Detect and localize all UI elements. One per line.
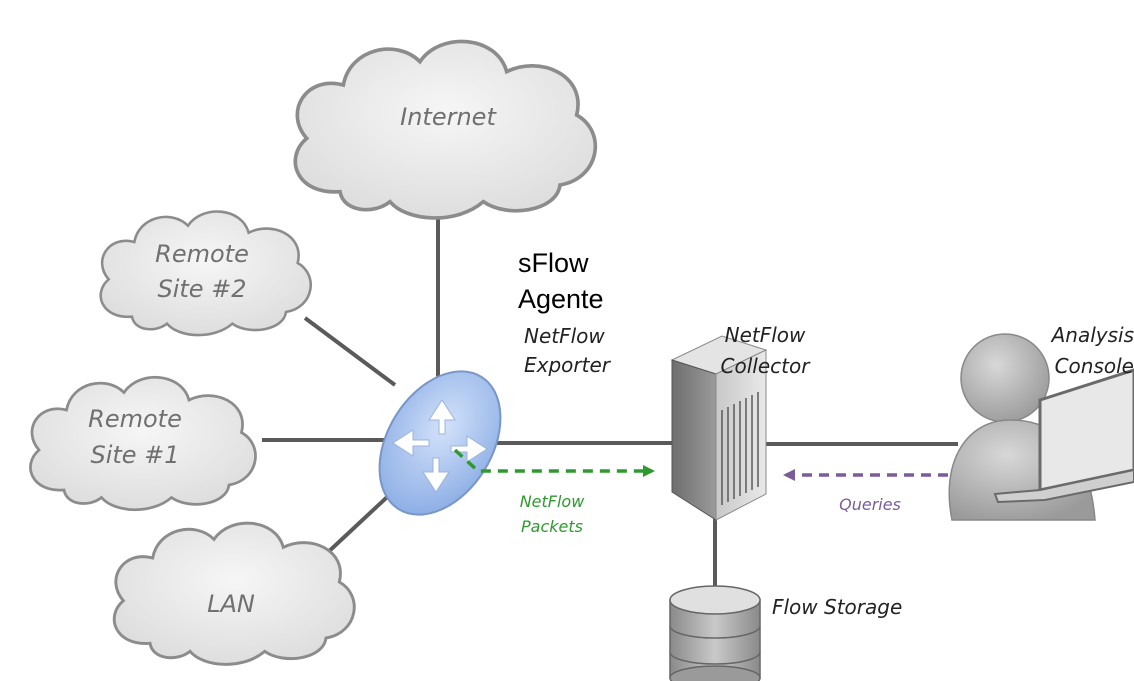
cloud-lan: LAN (112, 521, 356, 666)
links (262, 205, 958, 590)
laptop-base (993, 468, 1134, 504)
agent-title-line1: sFlow (518, 248, 589, 278)
cloud-label-lan: LAN (207, 590, 255, 618)
server-front (671, 359, 717, 521)
cloud-label-remote2-line1: Remote (155, 240, 249, 268)
cloud-label-remote1-line1: Remote (88, 405, 182, 433)
cloud-label-internet: Internet (400, 103, 497, 131)
cloud-icon (99, 210, 313, 337)
agent-subtitle-line1: NetFlow (524, 324, 605, 348)
agent-title-line2: Agente (518, 284, 604, 314)
server-icon (721, 392, 759, 505)
analysis-console (948, 333, 1134, 521)
router-arrows (392, 399, 488, 493)
cloud-remote-site-2: Remote Site #2 (99, 210, 313, 337)
packets-label-line1: NetFlow (520, 492, 586, 511)
agent-subtitle-line2: Exporter (524, 353, 612, 377)
console-label-line1: Analysis (1050, 323, 1134, 347)
cloud-label-remote2-line2: Site #2 (157, 275, 246, 303)
queries-label: Queries (839, 495, 901, 514)
link-remote2 (303, 316, 397, 387)
user-icon (960, 333, 1050, 423)
console-label-line2: Console (1055, 354, 1134, 378)
cloud-internet: Internet (295, 41, 595, 218)
storage-label: Flow Storage (772, 595, 902, 619)
flow-storage-database (669, 585, 761, 681)
cloud-label-remote1-line2: Site #1 (90, 441, 179, 469)
laptop-icon (1038, 368, 1134, 492)
collector-label-line1: NetFlow (725, 323, 806, 347)
collector-label-line2: Collector (721, 354, 812, 378)
cloud-remote-site-1: Remote Site #1 (29, 375, 257, 512)
packets-label-line2: Packets (521, 517, 583, 536)
router-netflow-exporter (378, 370, 502, 516)
netflow-collector-server (670, 335, 768, 521)
